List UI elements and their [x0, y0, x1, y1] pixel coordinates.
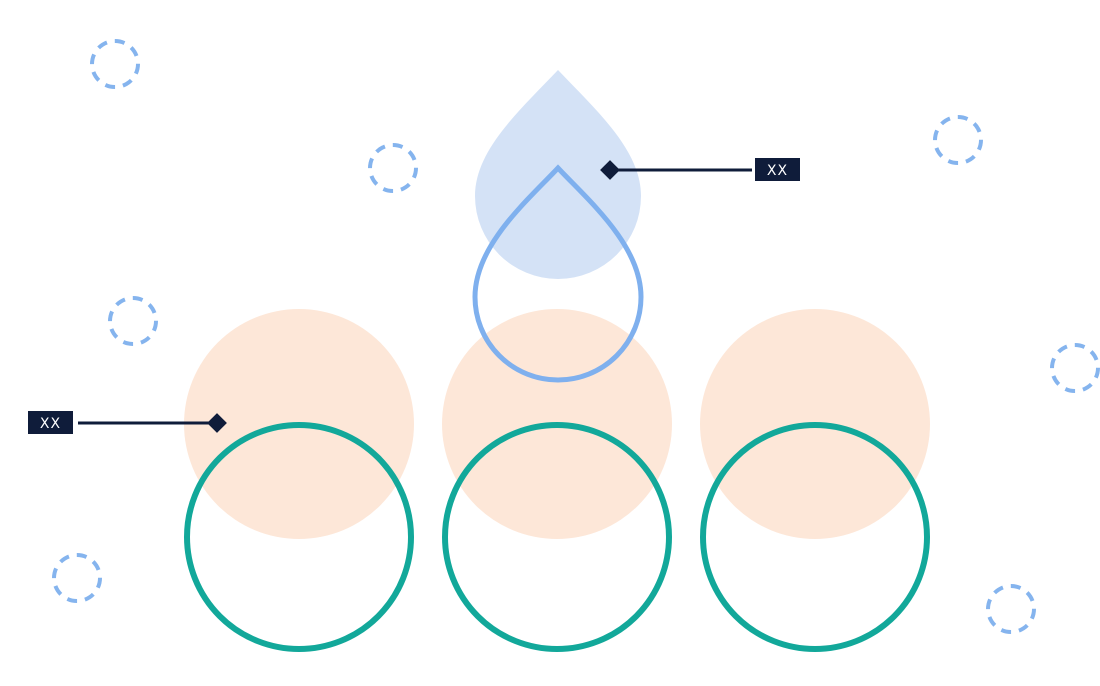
dashed-circle-icon	[90, 39, 140, 89]
callout-left: XX	[28, 411, 227, 434]
teal-ring	[700, 422, 930, 652]
diamond-marker-icon	[207, 413, 227, 433]
dashed-circle-icon	[933, 115, 983, 165]
teal-ring-group	[184, 422, 930, 652]
water-drop-outline-icon	[472, 164, 644, 383]
dashed-ring-group	[52, 39, 1100, 634]
teal-ring	[442, 422, 672, 652]
callout-label-text: XX	[40, 416, 61, 432]
teal-ring	[184, 422, 414, 652]
dashed-circle-icon	[52, 553, 102, 603]
callout-top-right: XX	[600, 158, 800, 181]
callout-label-box	[28, 411, 73, 434]
dashed-circle-icon	[1050, 343, 1100, 393]
dashed-circle-icon	[986, 584, 1036, 634]
callout-label-text: XX	[767, 163, 788, 179]
dashed-circle-icon	[368, 143, 418, 193]
dashed-circle-icon	[108, 296, 158, 346]
water-drop-icon	[475, 70, 641, 279]
callout-label-box	[755, 158, 800, 181]
